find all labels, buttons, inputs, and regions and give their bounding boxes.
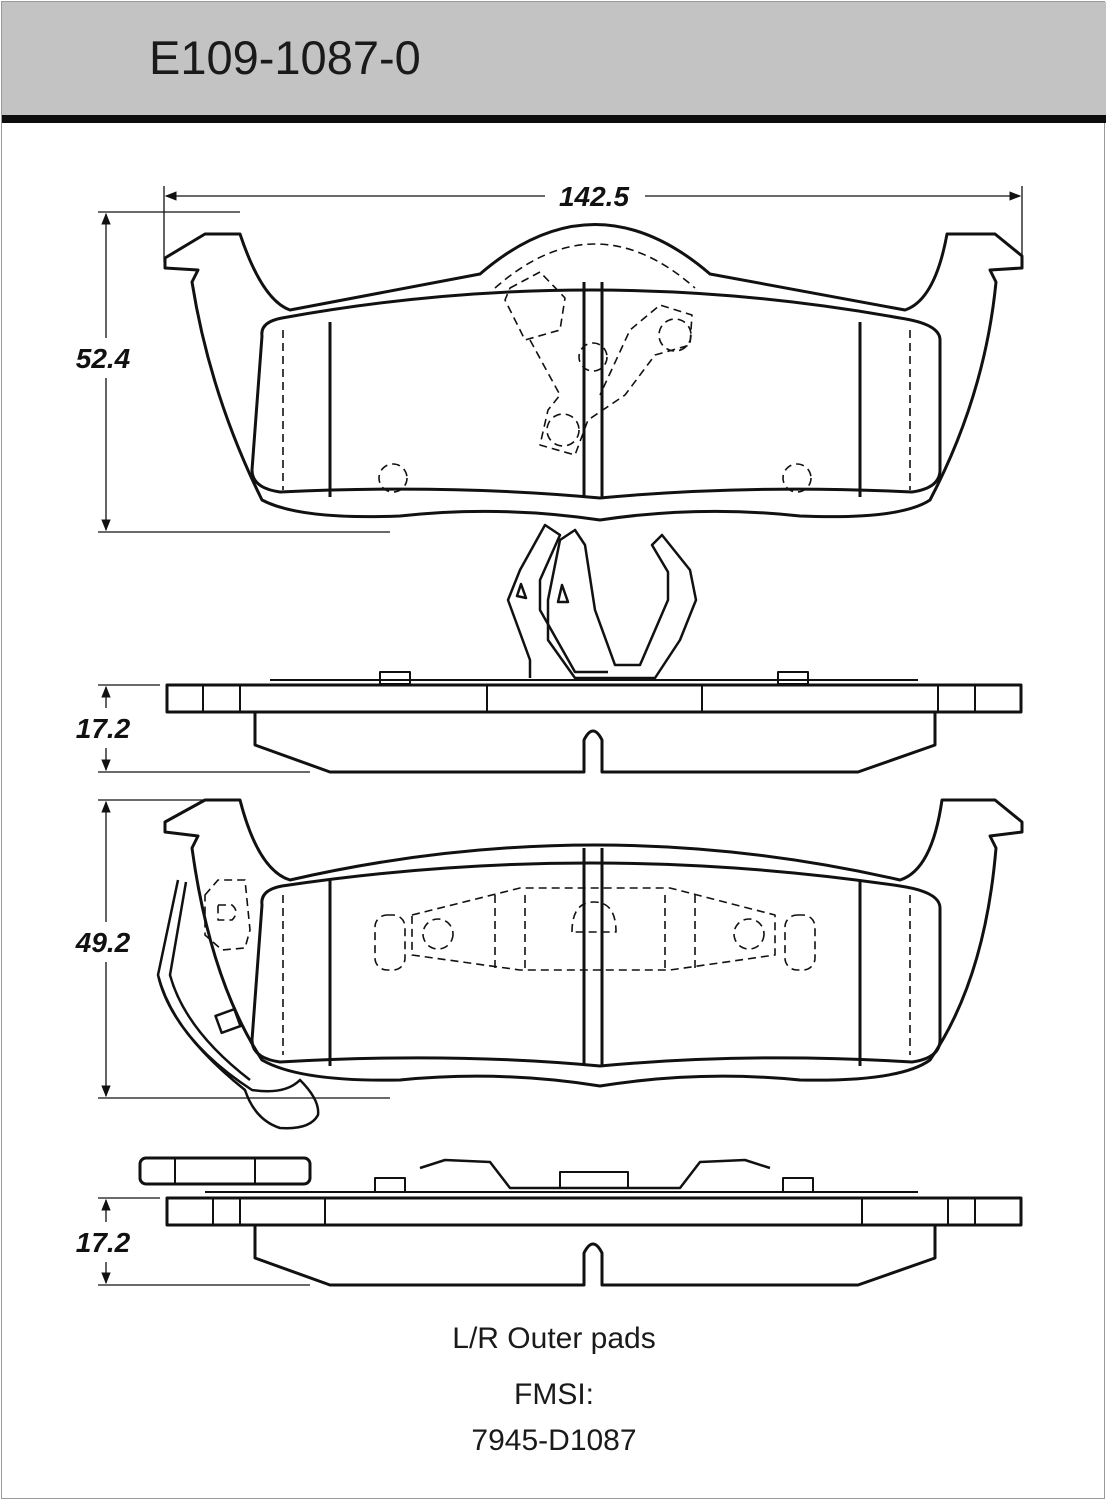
outer-thickness-label: 17.2 xyxy=(76,1227,131,1258)
inner-pad-side-view xyxy=(165,671,1023,774)
fmsi-label: FMSI: xyxy=(514,1378,594,1411)
inner-backing-plate xyxy=(163,223,1024,522)
pad-type-caption: L/R Outer pads xyxy=(452,1322,656,1355)
outer-pad-side-view xyxy=(138,1156,1023,1287)
inner-hidden-abutment xyxy=(504,271,566,341)
inner-height-label: 52.4 xyxy=(76,343,131,374)
width-dimension xyxy=(163,186,1023,262)
inner-side-backing xyxy=(165,683,1023,714)
part-number-title: E109-1087-0 xyxy=(149,31,421,84)
outer-side-tab xyxy=(138,1156,312,1186)
outer-side-shim-clip xyxy=(419,1158,771,1190)
sensor-clip-block xyxy=(214,1007,242,1035)
outer-hidden-tab xyxy=(204,879,251,951)
outer-height-dimension xyxy=(98,799,390,1099)
outer-pad-top-view xyxy=(163,798,1024,1088)
outer-backing-plate xyxy=(163,798,1024,1088)
inner-side-friction xyxy=(253,712,937,774)
outer-side-friction xyxy=(253,1225,937,1287)
fmsi-code: 7945-D1087 xyxy=(471,1424,637,1457)
inner-thickness-label: 17.2 xyxy=(76,713,131,744)
inner-hidden-boss-arc xyxy=(494,243,696,289)
inner-pad-top-view xyxy=(163,223,1024,522)
outer-hidden-shim xyxy=(411,887,776,971)
header-divider xyxy=(2,115,1106,123)
clip-slot-left xyxy=(515,582,528,600)
inner-friction-block xyxy=(250,288,942,500)
inner-pad-clip xyxy=(506,523,698,680)
outer-side-backing xyxy=(165,1196,1023,1227)
width-label: 142.5 xyxy=(559,181,629,212)
outer-height-label: 49.2 xyxy=(75,927,131,958)
outer-friction-block xyxy=(250,861,942,1068)
inner-height-dimension xyxy=(98,211,390,533)
header-band xyxy=(2,2,1106,115)
outer-thickness-dimension xyxy=(98,1197,310,1286)
outer-pad-wear-sensor xyxy=(156,879,320,1130)
clip-slot-right xyxy=(556,583,570,604)
inner-thickness-dimension xyxy=(98,684,310,773)
